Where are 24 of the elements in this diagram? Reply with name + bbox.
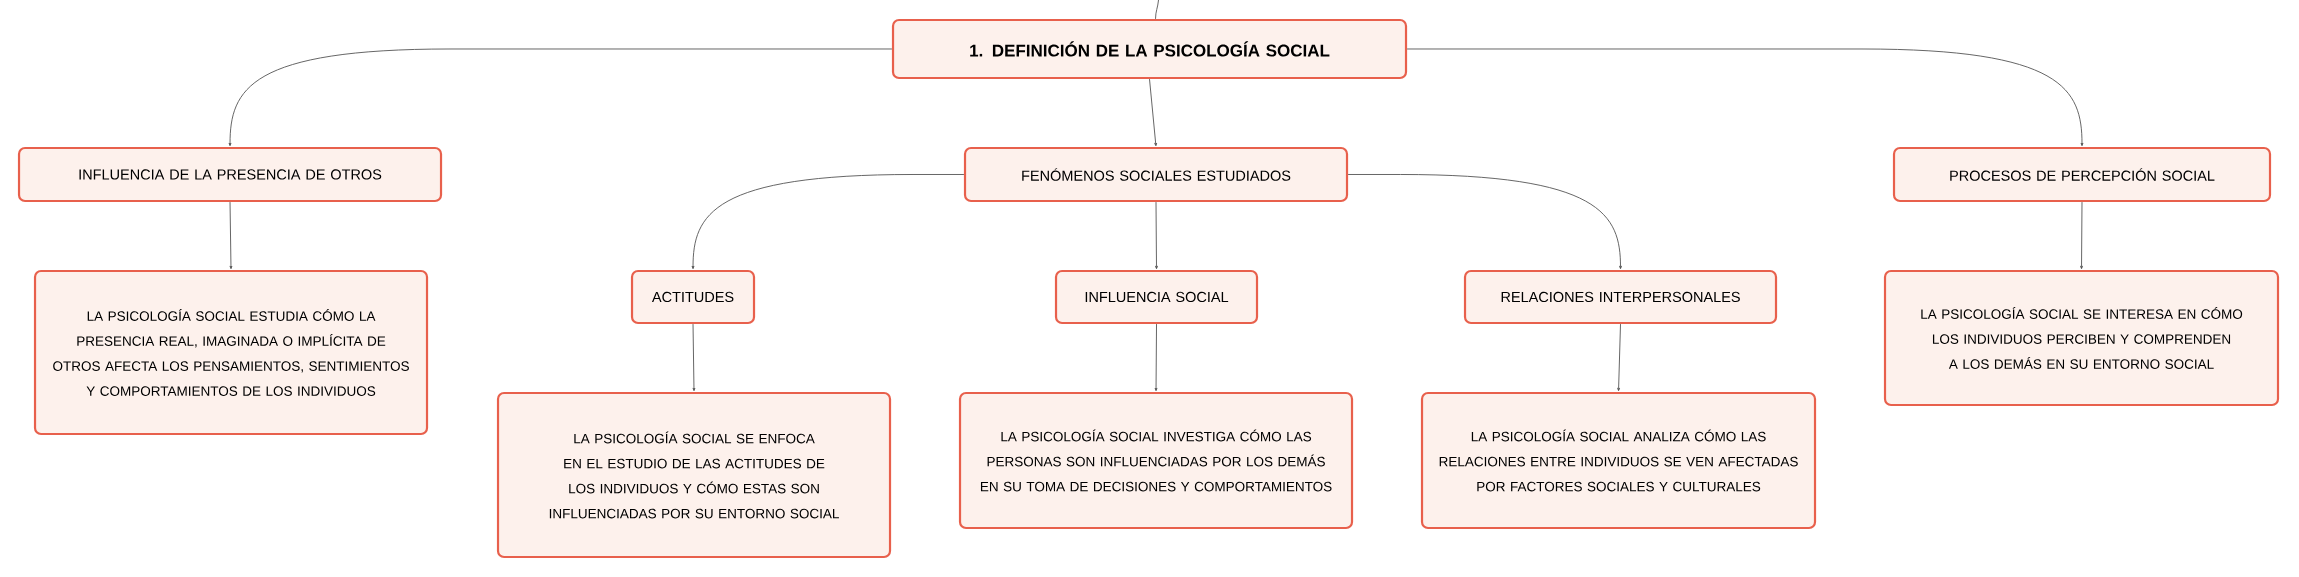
- connector: [228, 48, 893, 147]
- connector: [692, 323, 696, 392]
- connector: [1347, 174, 1622, 270]
- connector: [229, 201, 233, 270]
- topic-box: RELACIONES INTERPERSONALES: [1463, 269, 1778, 325]
- title-box: 1. DEFINICIÓN DE LA PSICOLOGÍA SOCIAL: [891, 18, 1408, 80]
- connector: [1149, 78, 1158, 147]
- description-box: LA PSICOLOGÍA SOCIAL SE INTERESA EN CÓMO LOS INDIVIDUOS PERCIBEN Y COMPRENDEN A LOS DEMÁS EN SU ENTORNO SOCIAL: [1883, 269, 2280, 407]
- topic-box: INFLUENCIA SOCIAL: [1054, 269, 1259, 325]
- connector: [691, 174, 965, 270]
- description-box: LA PSICOLOGÍA SOCIAL SE ENFOCA EN EL ESTUDIO DE LAS ACTITUDES DE LOS INDIVIDUOS Y CÓMO ESTAS SON INFLUENCIADAS POR SU ENTORNO SOCIAL: [496, 391, 892, 559]
- description-box: LA PSICOLOGÍA SOCIAL ESTUDIA CÓMO LA PRESENCIA REAL, IMAGINADA O IMPLÍCITA DE OTROS AFECTA LOS PENSAMIENTOS, SENTIMIENTOS Y COMPORTAMIENTOS DE LOS INDIVIDUOS: [33, 269, 429, 436]
- topic-box: PROCESOS DE PERCEPCIÓN SOCIAL: [1892, 146, 2272, 203]
- description-box: LA PSICOLOGÍA SOCIAL ANALIZA CÓMO LAS RELACIONES ENTRE INDIVIDUOS SE VEN AFECTADAS POR FACTORES SOCIALES Y CULTURALES: [1420, 391, 1817, 530]
- connector: [1155, 201, 1158, 270]
- topic-box: INFLUENCIA DE LA PRESENCIA DE OTROS: [17, 146, 443, 203]
- connector: [1617, 323, 1621, 392]
- connector: [1155, 0, 1159, 20]
- connector: [1406, 48, 2084, 147]
- topic-box: ACTITUDES: [630, 269, 756, 325]
- topic-box: FENÓMENOS SOCIALES ESTUDIADOS: [963, 146, 1349, 203]
- description-box: LA PSICOLOGÍA SOCIAL INVESTIGA CÓMO LAS PERSONAS SON INFLUENCIADAS POR LOS DEMÁS EN SU TOMA DE DECISIONES Y COMPORTAMIENTOS: [958, 391, 1354, 530]
- connector: [1154, 323, 1158, 392]
- connector: [2080, 201, 2083, 270]
